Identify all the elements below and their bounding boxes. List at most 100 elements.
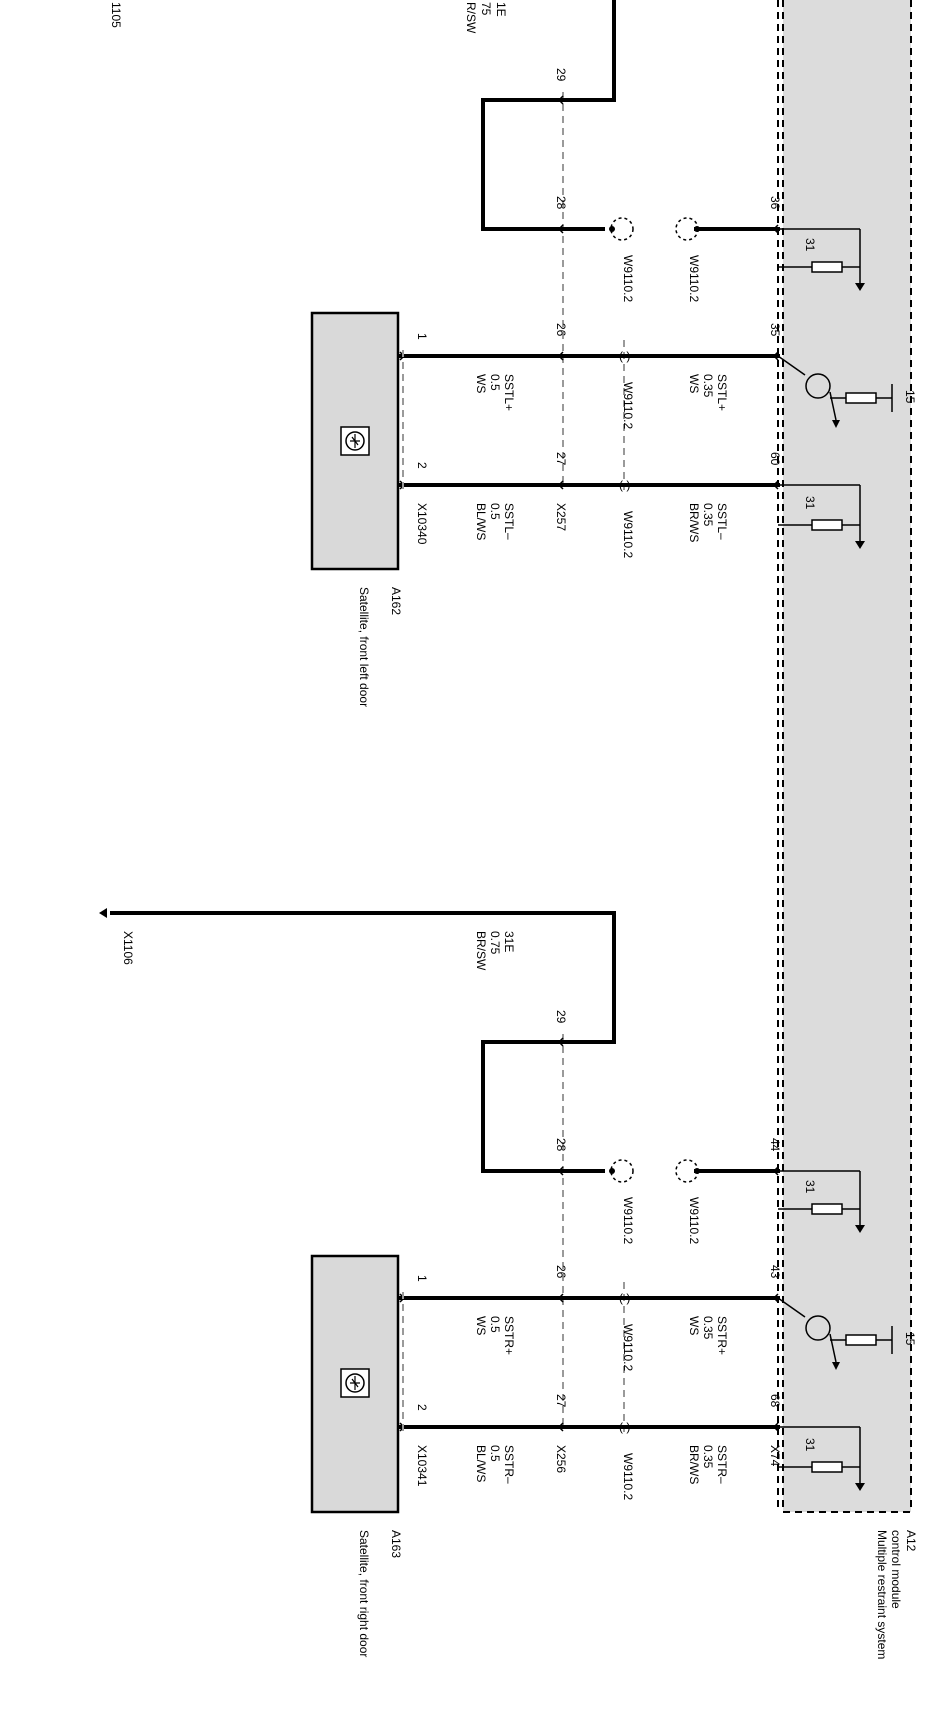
pin-right-module-43: 43 (768, 1265, 782, 1279)
svg-text:1E: 1E (494, 2, 508, 17)
circuit-left: ( ) ( ) (310, 0, 893, 571)
wire-label-left-plus-module: SSTL+ 0.35 WS (687, 374, 729, 411)
satellite-a163-connector-label: X10341 (415, 1445, 429, 1487)
svg-text:0.5: 0.5 (488, 503, 502, 520)
pin-marks-right (399, 1037, 779, 1432)
module-connector-x74-label: X74 (768, 1445, 782, 1467)
module-gnd-31-d: 31 (803, 1438, 817, 1452)
svg-text:0.5: 0.5 (488, 374, 502, 391)
pin-left-inline-28: 28 (554, 196, 568, 210)
module-a12-ref: A12 (904, 1530, 918, 1552)
module-a12-name: Multiple restraint system control module (875, 1530, 903, 1663)
svg-text:BR/WS: BR/WS (687, 503, 701, 542)
pin-left-module-36: 36 (768, 196, 782, 210)
splice-circle-right-a (610, 1159, 634, 1183)
splice-label-right-2: W9110.2 (687, 1197, 701, 1244)
twist-marker-plus-right: ( ) (619, 1291, 630, 1305)
module-a12-name-text-line2: control module (889, 1530, 903, 1609)
splice-label-left-1: W9110.2 (621, 255, 635, 302)
svg-text:BR/SW: BR/SW (474, 931, 488, 971)
module-a12-name-text: Multiple restraint system (875, 1530, 889, 1659)
wire-label-right-plus-sat: SSTR+ 0.5 WS (474, 1316, 516, 1355)
pin-left-inline-29: 29 (554, 68, 568, 82)
module-ground-resistor-36 (778, 228, 865, 291)
inline-connector-x257-label: X257 (554, 503, 568, 531)
svg-text:SSTL+: SSTL+ (502, 374, 516, 411)
module-gnd-31-b: 31 (803, 496, 817, 510)
svg-text:BL/WS: BL/WS (474, 503, 488, 540)
pin-right-sat-1: 1 (415, 1275, 429, 1282)
wire-label-right-minus-sat: SSTR– 0.5 BL/WS (474, 1445, 516, 1484)
satellite-a162-name: Satellite, front left door (357, 587, 371, 707)
satellite-a162-ref: A162 (389, 587, 403, 615)
pin-left-module-35: 35 (768, 323, 782, 337)
svg-text:0.35: 0.35 (701, 503, 715, 527)
twist-marker-plus-left: ( ) (619, 349, 630, 363)
splice-label-left-3: W9110.2 (621, 382, 635, 429)
module-ground-resistor-44 (778, 1170, 865, 1233)
module-transistor-35 (777, 355, 893, 428)
splice-label-left-2: W9110.2 (687, 255, 701, 302)
satellite-a163-ref: A163 (389, 1530, 403, 1558)
svg-text:SSTR+: SSTR+ (502, 1316, 516, 1355)
splice-label-right-1: W9110.2 (621, 1197, 635, 1244)
module-ground-resistor-60 (778, 484, 865, 549)
module-supply-15-b: 15 (903, 1332, 917, 1346)
circuit-right: ( ) ( ) (99, 908, 893, 1514)
svg-text:0.75: 0.75 (488, 931, 502, 955)
svg-text:BL/WS: BL/WS (474, 1445, 488, 1482)
twist-marker-minus-left: ( ) (619, 478, 630, 492)
svg-text:0.5: 0.5 (488, 1316, 502, 1333)
module-gnd-31-c: 31 (803, 1180, 817, 1194)
satellite-a163-name: Satellite, front right door (357, 1530, 371, 1657)
pin-right-inline-28: 28 (554, 1138, 568, 1152)
satellite-a162-connector-label: X10340 (415, 503, 429, 545)
svg-text:0.35: 0.35 (701, 374, 715, 398)
pin-right-inline-27: 27 (554, 1394, 568, 1408)
satellite-a163-symbol (340, 1368, 370, 1398)
module-transistor-43 (777, 1297, 893, 1370)
pin-right-sat-2: 2 (415, 1404, 429, 1411)
module-supply-15-a: 15 (903, 390, 917, 404)
wire-label-right-ground: 31E 0.75 BR/SW (474, 931, 516, 971)
pin-left-module-60: 60 (768, 452, 782, 466)
svg-text:WS: WS (687, 374, 701, 393)
splice-circle-left-a (610, 217, 634, 241)
pin-left-sat-2: 2 (415, 462, 429, 469)
svg-text:SSTR–: SSTR– (715, 1445, 729, 1484)
splice-dot-left-a (609, 226, 615, 232)
splice-label-right-4: W9110.2 (621, 1453, 635, 1500)
twist-marker-minus-right: ( ) (619, 1420, 630, 1434)
svg-text:WS: WS (687, 1316, 701, 1335)
ground-point-x1106-arrow (99, 908, 107, 918)
wire-label-right-plus-module: SSTR+ 0.35 WS (687, 1316, 729, 1355)
pin-right-inline-29: 29 (554, 1010, 568, 1024)
svg-text:WS: WS (474, 374, 488, 393)
module-ground-resistor-68 (778, 1426, 865, 1491)
splice-dot-left-b (694, 226, 700, 232)
svg-text:0.35: 0.35 (701, 1445, 715, 1469)
satellite-a162-symbol (340, 426, 370, 456)
inline-connector-x256-label: X256 (554, 1445, 568, 1473)
splice-dot-right-b (694, 1168, 700, 1174)
pin-left-inline-27: 27 (554, 452, 568, 466)
module-a12-body (783, 0, 911, 1512)
pin-right-inline-26: 26 (554, 1265, 568, 1279)
svg-text:SSTL+: SSTL+ (715, 374, 729, 411)
ground-wire-left (481, 0, 616, 231)
wire-label-left-minus-module: SSTL– 0.35 BR/WS (687, 503, 729, 542)
svg-text:31E: 31E (502, 931, 516, 952)
pin-marks-left (399, 95, 779, 490)
svg-text:BR/WS: BR/WS (687, 1445, 701, 1484)
svg-text:75: 75 (479, 2, 493, 16)
pin-left-sat-1: 1 (415, 333, 429, 340)
svg-text:WS: WS (474, 1316, 488, 1335)
splice-dot-right-a (609, 1168, 615, 1174)
module-gnd-31-a: 31 (803, 238, 817, 252)
top-ground-point-label: 1105 (109, 2, 123, 28)
ground-wire-right (110, 911, 616, 1173)
svg-text:SSTR+: SSTR+ (715, 1316, 729, 1355)
svg-text:0.35: 0.35 (701, 1316, 715, 1340)
svg-text:SSTL–: SSTL– (715, 503, 729, 540)
svg-text:R/SW: R/SW (464, 2, 478, 34)
